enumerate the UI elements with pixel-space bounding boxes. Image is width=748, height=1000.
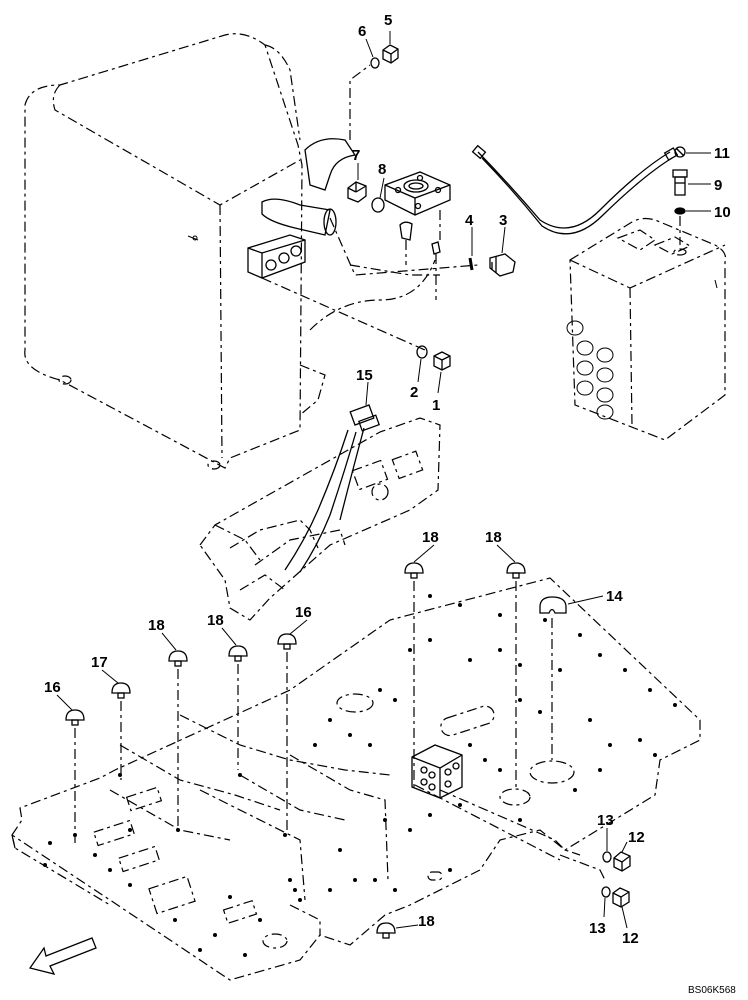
pin-4 <box>468 257 474 271</box>
plug-7 <box>347 181 367 203</box>
callout-1: 1 <box>432 397 440 414</box>
callout-15: 15 <box>356 367 373 384</box>
flange-assembly <box>384 171 451 300</box>
callout-2: 2 <box>410 384 418 401</box>
callout-8: 8 <box>378 161 386 178</box>
o-ring-10 <box>674 207 686 215</box>
o-ring-2 <box>416 345 428 359</box>
callout-labels: 5 6 7 8 4 3 2 1 15 11 9 10 14 18 18 16 1… <box>44 12 731 947</box>
washer-13-lower <box>601 886 611 898</box>
callout-13-lower: 13 <box>589 920 606 937</box>
drawing-code: BS06K568 <box>688 985 736 996</box>
callout-18-a: 18 <box>148 617 165 634</box>
leader-dashed-12 <box>559 854 606 881</box>
callout-12-lower: 12 <box>622 930 639 947</box>
callout-4: 4 <box>465 212 474 229</box>
bolt-18-a <box>168 650 188 830</box>
hydraulic-tank <box>24 33 326 470</box>
callout-13-upper: 13 <box>597 812 614 829</box>
callout-12-upper: 12 <box>628 829 645 846</box>
wire-harness-15 <box>284 404 381 573</box>
callout-6: 6 <box>358 23 366 40</box>
hose-dashed-b <box>309 259 436 331</box>
bolt-16-mid <box>277 633 297 830</box>
tank-pipes <box>261 64 371 236</box>
bolt-18-b <box>228 645 248 770</box>
grommet-14 <box>539 596 567 760</box>
bolt-18-e <box>376 922 396 939</box>
plug-1 <box>433 351 451 371</box>
bolt-18-d <box>506 562 526 790</box>
arrow-down-left-icon <box>28 937 97 975</box>
plug-3 <box>489 253 516 277</box>
callout-17: 17 <box>91 654 108 671</box>
hose-dashed-c <box>329 217 479 276</box>
plate-valve-block <box>411 744 581 856</box>
callout-9: 9 <box>714 177 722 194</box>
plug-12-lower <box>612 887 630 908</box>
control-valve <box>566 217 727 441</box>
callout-5: 5 <box>384 12 392 29</box>
callout-7: 7 <box>352 147 360 164</box>
callout-11: 11 <box>714 145 730 162</box>
callout-10: 10 <box>714 204 731 221</box>
plate-holes <box>43 594 677 957</box>
washer-6 <box>370 57 380 69</box>
bolt-16-left <box>65 709 85 845</box>
o-ring-8 <box>371 197 385 213</box>
adapter-9 <box>672 169 688 196</box>
callout-18-e: 18 <box>418 913 435 930</box>
leader-lines <box>56 31 711 929</box>
hose-dashed-a <box>349 264 440 276</box>
plug-5 <box>382 44 399 64</box>
callout-18-d: 18 <box>485 529 502 546</box>
callout-16-mid: 16 <box>295 604 312 621</box>
tank-manifold-block <box>247 234 426 351</box>
callout-18-b: 18 <box>207 612 224 629</box>
callout-14: 14 <box>606 588 623 605</box>
callout-16-left: 16 <box>44 679 61 696</box>
floor-plate <box>11 577 701 981</box>
console-frame <box>199 417 441 621</box>
bolt-18-c <box>404 562 424 790</box>
plug-12-upper <box>613 851 631 872</box>
pilot-hose <box>471 144 679 235</box>
fitting-11 <box>674 146 686 158</box>
callout-18-c: 18 <box>422 529 439 546</box>
bolt-17 <box>111 682 131 780</box>
washer-13-upper <box>602 851 612 863</box>
callout-3: 3 <box>499 212 507 229</box>
